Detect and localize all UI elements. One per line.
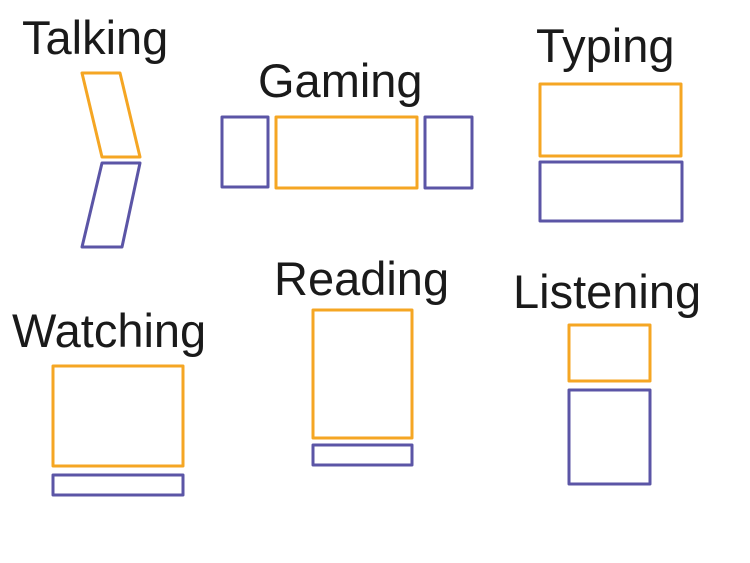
mode-gaming: Gaming	[220, 54, 474, 190]
typing-keyboard-screen	[538, 160, 684, 223]
mode-label-watching: Watching	[12, 304, 206, 357]
reading-main-screen	[311, 308, 414, 440]
mode-talking: Talking	[22, 11, 168, 249]
mode-typing: Typing	[536, 19, 684, 223]
reading-base-screen	[311, 443, 414, 467]
listening-top-screen	[567, 323, 652, 383]
gaming-center-screen	[274, 115, 419, 190]
watching-main-screen	[51, 364, 185, 468]
gaming-left-controller	[220, 115, 270, 189]
talking-bottom-screen	[80, 161, 142, 249]
watching-base-screen	[51, 473, 185, 497]
mode-listening: Listening	[513, 265, 701, 486]
mode-label-gaming: Gaming	[258, 54, 423, 107]
mode-label-listening: Listening	[513, 265, 701, 318]
gaming-right-controller	[423, 115, 474, 190]
typing-top-screen	[538, 82, 683, 158]
mode-label-talking: Talking	[22, 11, 168, 64]
mode-label-typing: Typing	[536, 19, 674, 72]
listening-bottom-screen	[567, 388, 652, 486]
talking-top-screen	[80, 71, 142, 159]
mode-watching: Watching	[12, 304, 206, 497]
mode-reading: Reading	[274, 252, 449, 467]
mode-label-reading: Reading	[274, 252, 449, 305]
